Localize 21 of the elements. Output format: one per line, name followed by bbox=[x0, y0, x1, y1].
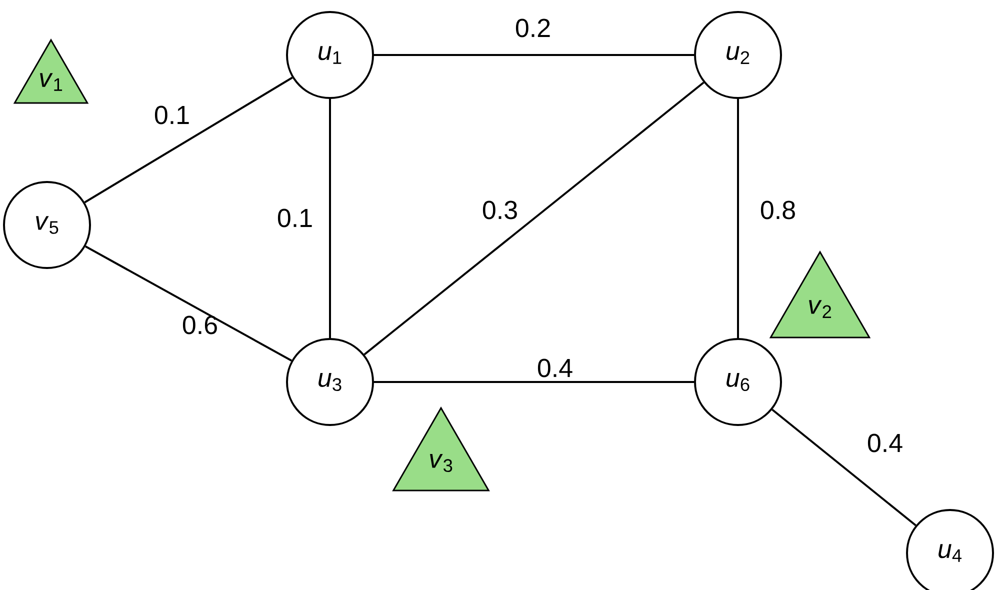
edge bbox=[84, 76, 293, 204]
edge bbox=[85, 245, 292, 362]
circle-node: u$_{1}$ bbox=[286, 11, 374, 99]
edge bbox=[737, 99, 739, 338]
circle-node: u$_{6}$ bbox=[694, 338, 782, 426]
edge bbox=[364, 82, 704, 356]
edge bbox=[329, 99, 331, 338]
circle-node: u$_{2}$ bbox=[694, 11, 782, 99]
edge-label: 0.8 bbox=[760, 200, 795, 220]
edge-label: 0.4 bbox=[538, 358, 572, 378]
edge bbox=[772, 408, 916, 526]
edge-label: 0.2 bbox=[516, 18, 550, 38]
edge-label: 0.6 bbox=[182, 316, 217, 334]
edge-label: 0.1 bbox=[278, 208, 312, 228]
circle-node: v$_{5}$ bbox=[3, 181, 91, 269]
edge-label: 0.3 bbox=[482, 200, 517, 220]
edge bbox=[374, 54, 694, 56]
edge bbox=[374, 381, 694, 383]
circle-node: u$_{3}$ bbox=[286, 338, 374, 426]
edge-label: 0.1 bbox=[154, 106, 189, 124]
edge-label: 0.4 bbox=[868, 434, 902, 452]
